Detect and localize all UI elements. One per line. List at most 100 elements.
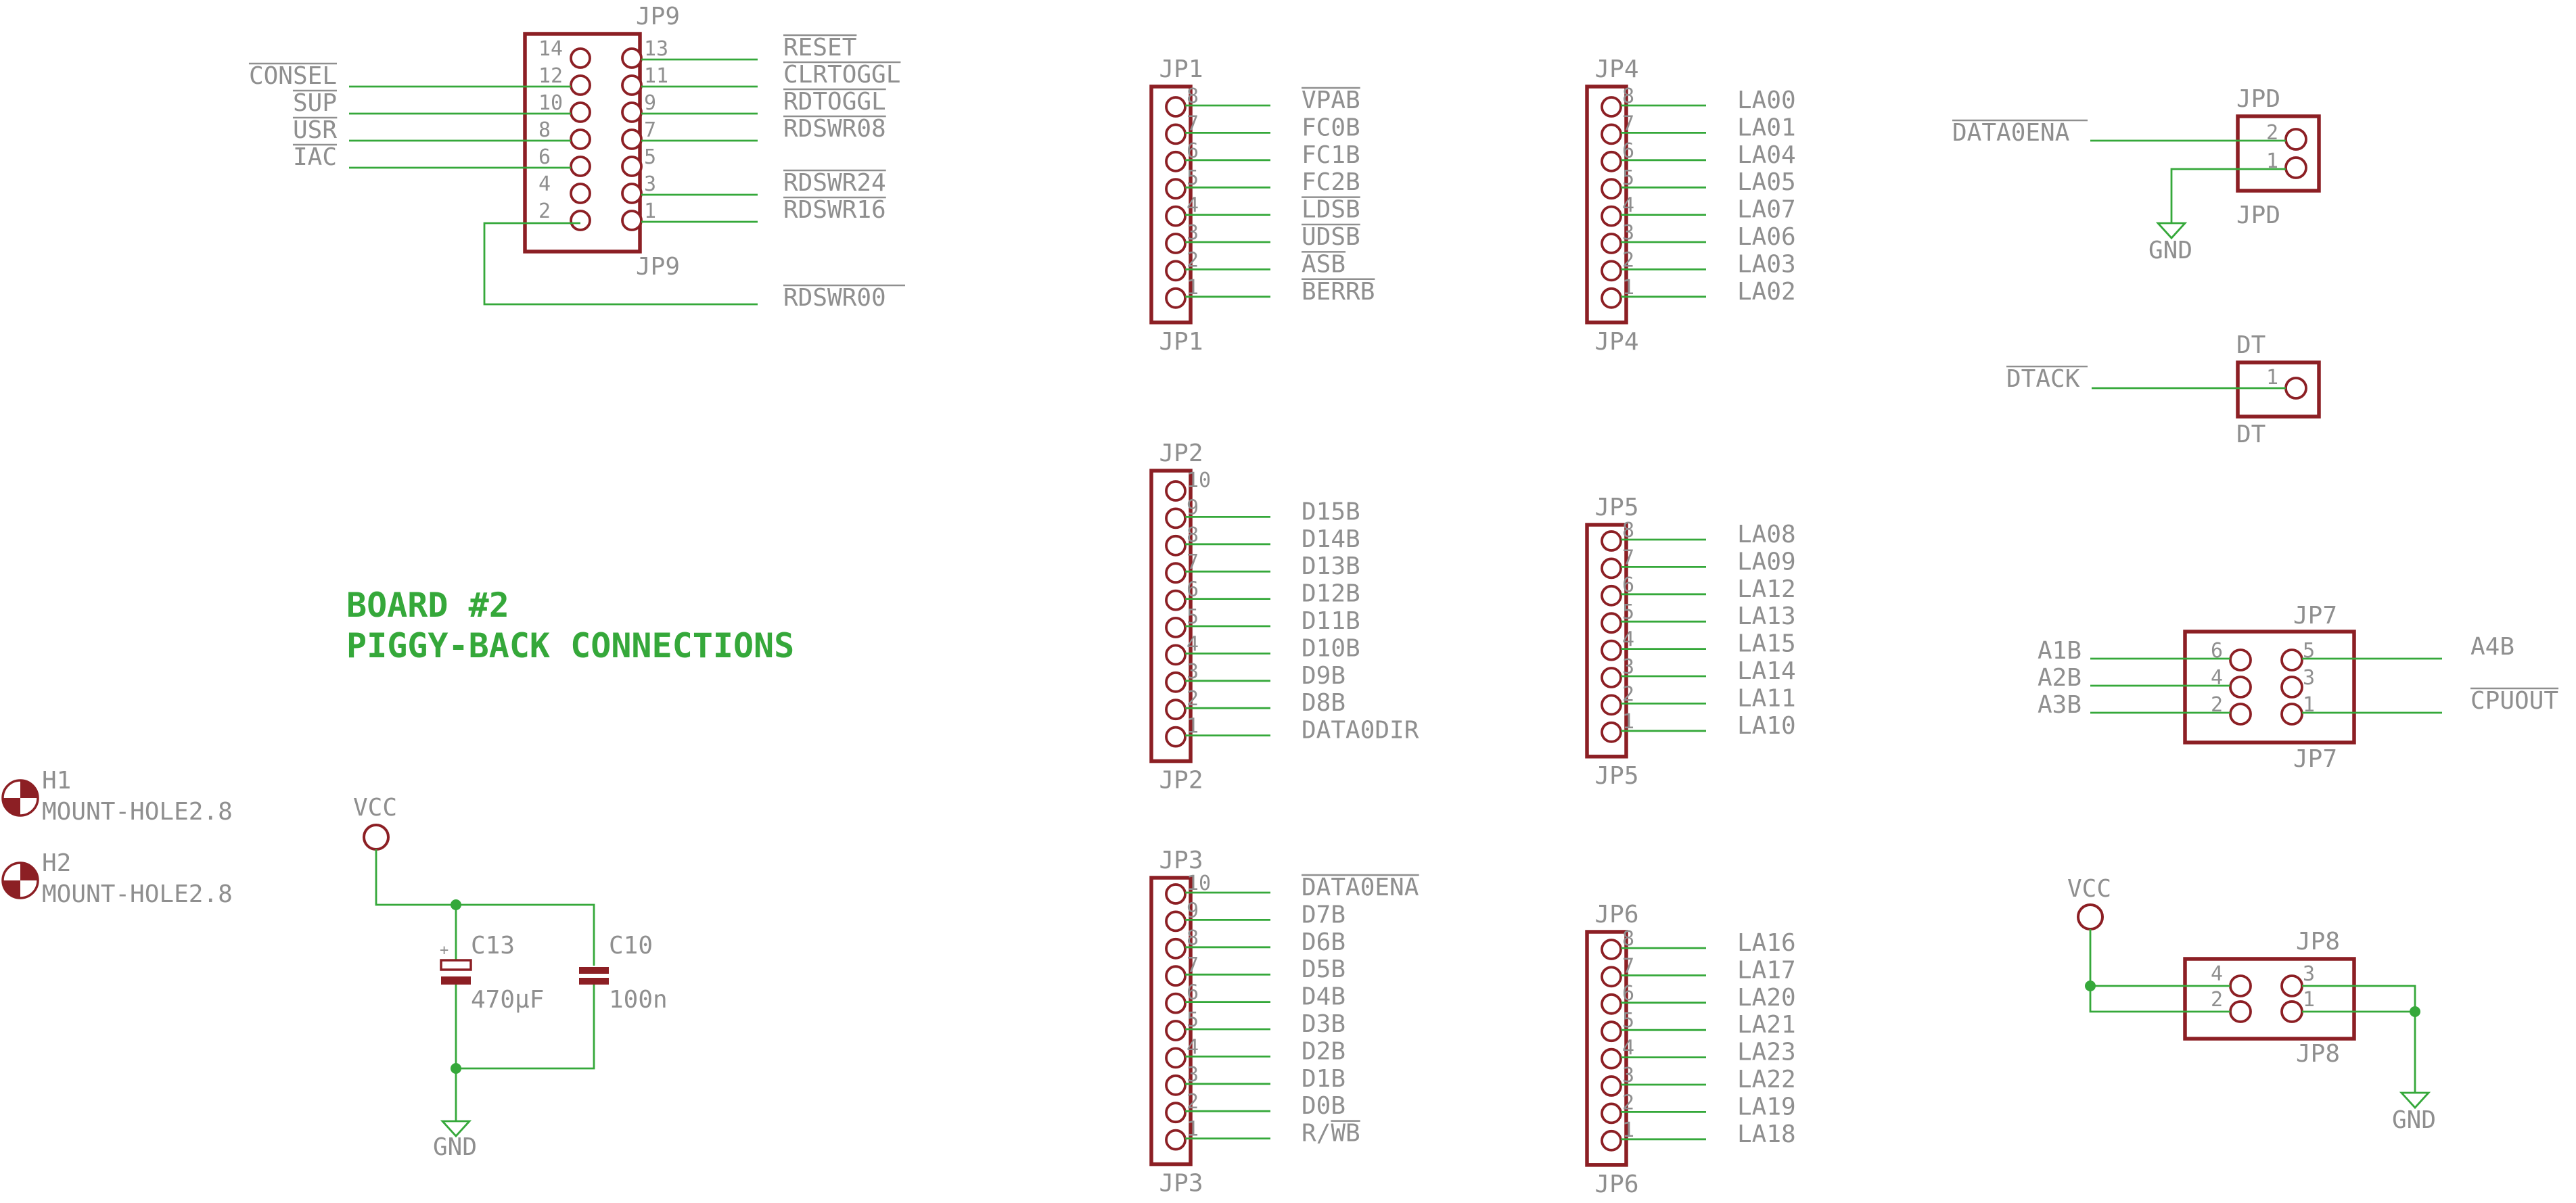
jp9-pin-number: 11 [644,64,668,88]
pad [1601,1047,1622,1070]
gnd-symbol-jp8 [2399,1091,2431,1110]
pin-number: 2 [1187,1090,1199,1114]
jp9-pad [621,183,643,204]
signal-label: D13B [1302,552,1360,580]
pad [1601,205,1622,227]
pin-number: 7 [1622,954,1634,978]
signal-label: DATA0ENA [1302,874,1419,901]
jp9-signal-label: RESET [783,34,856,62]
jp7-pin-number: 2 [2211,693,2223,717]
jp9-pad [621,156,643,177]
jp7-name-top: JP7 [2293,602,2337,630]
pad [1601,287,1622,309]
jp9-pad [570,74,591,96]
c10-plate-bottom [579,978,609,985]
pin-number: 1 [1187,715,1199,738]
jp7-pin-number: 3 [2303,666,2315,690]
pad [1165,937,1187,960]
jp5-name-top: JP5 [1594,494,1638,521]
dt-pad-1 [2284,377,2307,400]
signal-label: VPAB [1302,87,1360,114]
mount-hole-quadrant [3,880,20,898]
jp8-gnd-label: GND [2392,1106,2436,1134]
jp9-signal-label: RDSWR16 [783,196,886,224]
jpd-pin-2: 2 [2266,121,2278,145]
jp9-pad [621,210,643,231]
pin-number: 6 [1622,573,1634,597]
header-dt[interactable]: DT DT 1 DTACK [2006,331,2321,448]
jp1-name-bottom: JP1 [1159,328,1203,356]
pin-number: 6 [1187,578,1199,602]
header-jp8[interactable]: JP8 JP8 4 2 3 1 VCC GND [2067,875,2436,1134]
pad [1165,671,1187,693]
jp9-pin-number: 2 [538,199,551,223]
jp9-pad [621,74,643,96]
pad [1165,507,1187,529]
jp9-pin-number: 14 [538,37,563,61]
jp8-pin-2: 2 [2211,988,2223,1012]
pad [1165,883,1187,905]
jp3-name-top: JP3 [1159,847,1203,874]
jp5-name-bottom: JP5 [1594,762,1638,790]
jp8-pin-3: 3 [2303,962,2315,986]
header-jpd[interactable]: JPD JPD 2 1 DATA0ENA GND [1952,85,2321,264]
c10-value: 100n [609,986,668,1014]
jp9-pin-number: 12 [538,64,563,88]
jpd-body [2236,114,2321,193]
signal-label: LA09 [1737,548,1796,575]
jp9-pin-number: 10 [538,91,563,115]
pad [1601,1075,1622,1097]
jp2-name-top: JP2 [1159,440,1203,467]
gnd-symbol-jpd [2155,222,2188,240]
jp9-pad [621,47,643,69]
c13-value: 470μF [471,986,544,1014]
jp9-signal-label: RDSWR08 [783,115,886,143]
signal-label: ASB [1302,250,1346,278]
signal-label: LA19 [1737,1093,1796,1121]
jp7-pad [2229,676,2252,699]
jp9-pad [621,101,643,123]
mount-hole-h1[interactable]: H1 MOUNT-HOLE2.8 [1,767,233,826]
jp9-pin2-wire [483,222,758,306]
gnd-rail [455,985,595,1070]
jp9-pad [570,156,591,177]
pin-number: 6 [1187,139,1199,163]
signal-label: D12B [1302,580,1360,608]
pad [1165,178,1187,200]
pin-number: 8 [1187,926,1199,950]
pad [1601,557,1622,580]
signal-label: D11B [1302,607,1360,635]
mount-hole-h2[interactable]: H2 MOUNT-HOLE2.8 [1,849,233,908]
jp9-signal-label: SUP [293,89,337,117]
pad [1165,1102,1187,1124]
pin-number: 3 [1187,660,1199,684]
jp8-vcc-symbol [2077,903,2104,930]
pad [1165,1074,1187,1096]
jp9-pad [621,128,643,150]
pin-number: 5 [1187,605,1199,629]
jp9-signal-label: RDTOGGL [783,88,886,116]
jp8-pad-4 [2229,974,2252,997]
pad [1165,992,1187,1014]
jp7-left-signal: A1B [2038,637,2082,665]
jp7-body [2183,630,2356,745]
board-title: BOARD #2 [346,586,509,625]
pin-number: 1 [1622,276,1634,300]
pin-number: 10 [1187,872,1211,895]
pin-number: 10 [1187,469,1211,492]
h1-value: MOUNT-HOLE2.8 [42,798,233,826]
pin-number: 8 [1622,85,1634,108]
signal-label: LA10 [1737,712,1796,740]
pad [1601,1020,1622,1043]
jp9-pad [570,47,591,69]
signal-label: LDSB [1302,196,1360,224]
jp3-name-bottom: JP3 [1159,1170,1203,1198]
